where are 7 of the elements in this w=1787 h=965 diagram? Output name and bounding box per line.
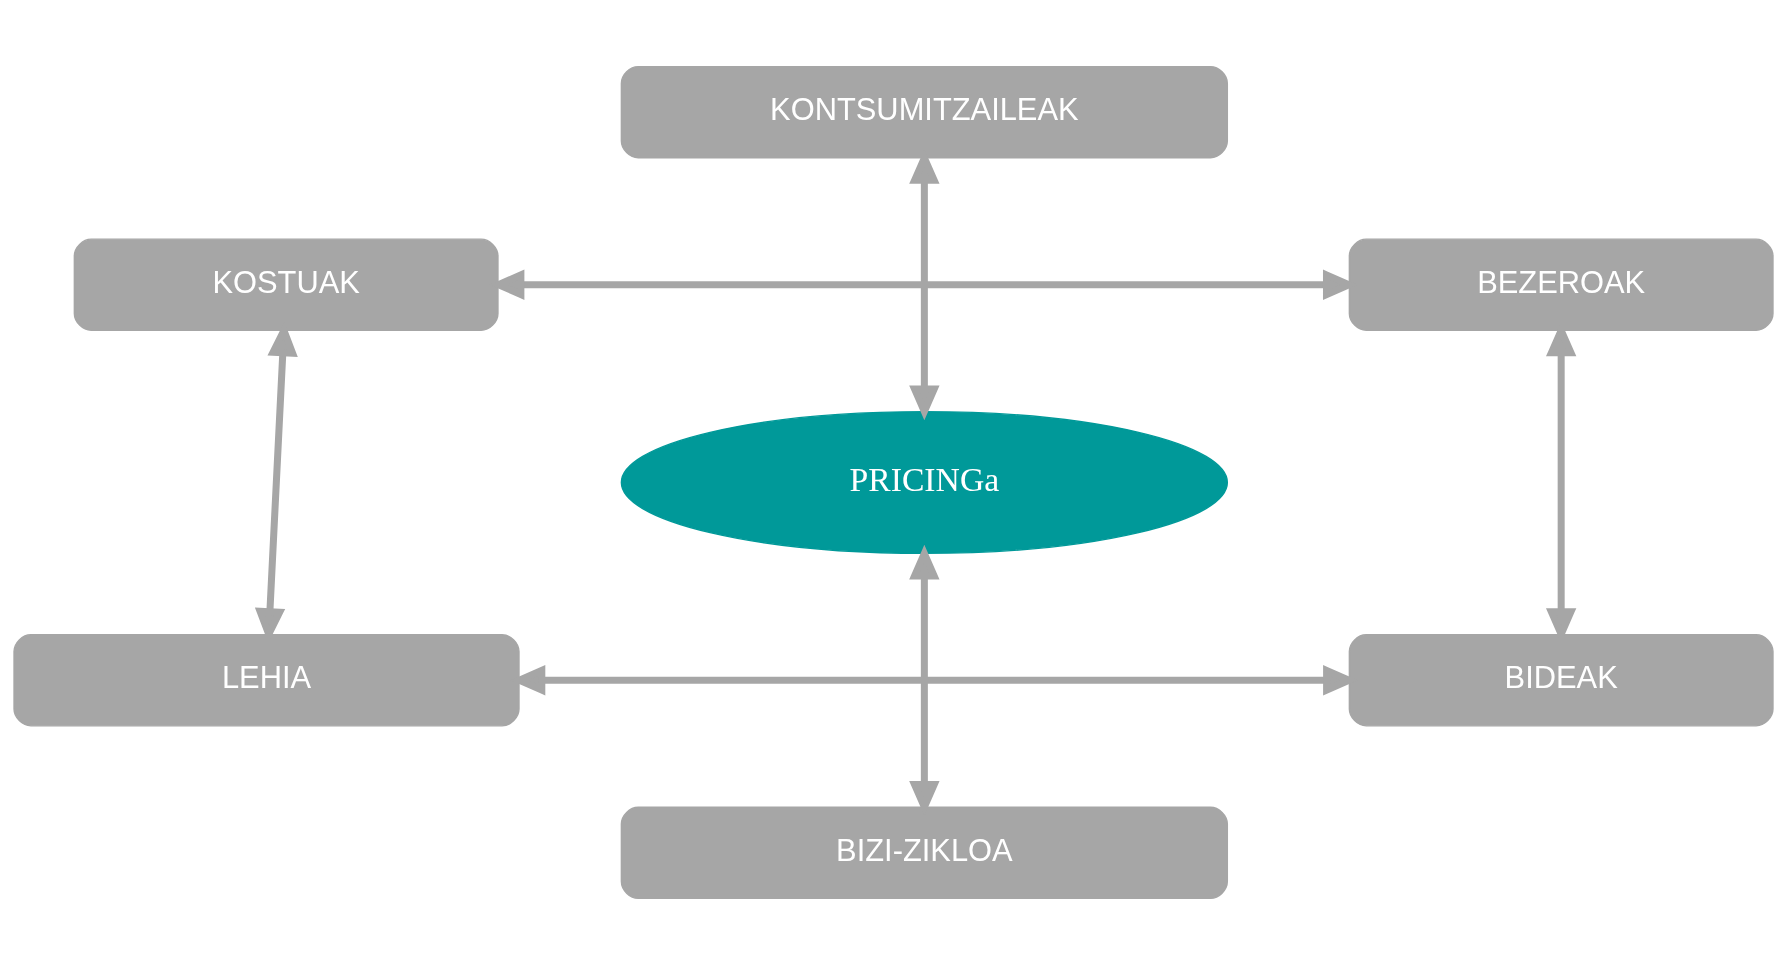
node-box: LEHIA	[13, 634, 520, 727]
node-ellipse: PRICINGa	[620, 410, 1229, 555]
node-box: BIDEAK	[1348, 634, 1774, 727]
node-box: KONTSUMITZAILEAK	[620, 65, 1229, 159]
node-box: BEZEROAK	[1348, 238, 1774, 331]
node-box: BIZI-ZIKLOA	[620, 806, 1229, 900]
node-box: KOSTUAK	[73, 238, 499, 331]
